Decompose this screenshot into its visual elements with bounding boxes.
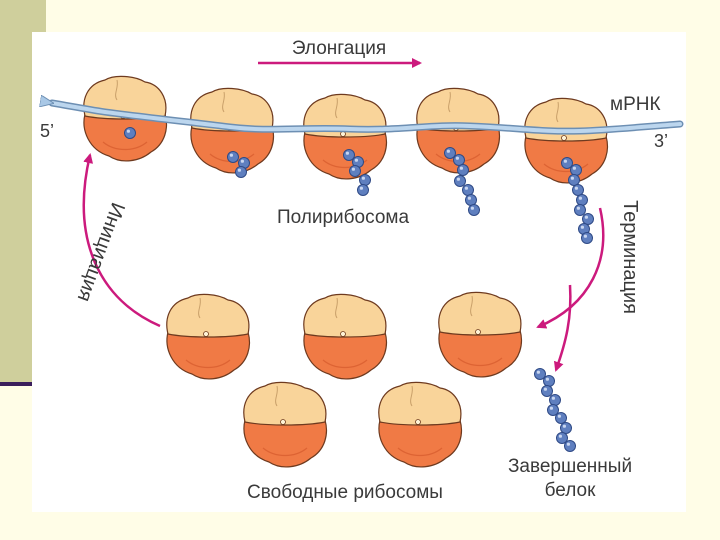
free-ribosomes-label: Свободные рибосомы: [247, 482, 443, 503]
small-subunit: [243, 381, 327, 426]
large-subunit: [438, 329, 523, 378]
five-prime-label: 5’: [40, 121, 54, 141]
elongation-label: Элонгация: [292, 38, 386, 59]
three-prime-label: 3’: [654, 131, 668, 151]
protein-bead: [576, 194, 588, 206]
protein-bead: [343, 149, 355, 161]
protein-bead: [564, 440, 576, 452]
protein-bead: [462, 184, 474, 196]
large-subunit: [243, 419, 328, 468]
protein-chain-icon: [561, 157, 594, 244]
ribosome-icon: [438, 291, 523, 378]
protein-bead: [534, 368, 546, 380]
protein-bead: [543, 375, 555, 387]
polyribosome-diagram: Элонгация мРНК 5’ 3’ Полирибосома Инициа…: [32, 38, 684, 503]
protein-bead: [570, 164, 582, 176]
protein-chain-icon: [343, 149, 371, 196]
protein-bead: [227, 151, 239, 163]
protein-bead: [468, 204, 480, 216]
small-subunit: [438, 291, 522, 336]
ribosome-icon: [166, 293, 251, 380]
termination-label: Терминация: [619, 200, 641, 314]
initiation-label: Инициация: [73, 200, 129, 305]
large-subunit: [83, 113, 168, 162]
protein-bead: [560, 422, 572, 434]
protein-bead: [541, 385, 553, 397]
ribosome-icon: [243, 381, 328, 468]
release-arrow: [553, 284, 572, 372]
ribosome-icon: [416, 87, 501, 174]
large-subunit: [303, 331, 388, 380]
protein-bead: [444, 147, 456, 159]
large-subunit: [166, 331, 251, 380]
small-subunit: [416, 87, 500, 132]
polyribosome-label: Полирибосома: [277, 207, 409, 228]
protein-bead: [349, 165, 361, 177]
protein-chain-icon: [444, 147, 480, 216]
free-ribosome-pool: [166, 291, 523, 468]
termination-arrow: [536, 207, 605, 329]
protein-bead: [582, 213, 594, 225]
small-subunit: [166, 293, 250, 338]
finished-protein-label-line2: белок: [545, 480, 596, 501]
protein-bead: [359, 174, 371, 186]
large-subunit: [190, 125, 275, 174]
protein-bead: [454, 175, 466, 187]
protein-chain-icon: [534, 368, 576, 452]
protein-chain-icon: [124, 127, 136, 139]
protein-bead: [555, 412, 567, 424]
small-subunit: [524, 97, 608, 142]
small-subunit: [303, 293, 387, 338]
protein-chain-icon: [227, 151, 250, 178]
protein-bead: [457, 164, 469, 176]
protein-bead: [465, 194, 477, 206]
small-subunit: [378, 381, 462, 426]
mrna-label: мРНК: [610, 94, 661, 115]
initiation-arrow: [82, 153, 161, 328]
ribosome-icon: [303, 293, 388, 380]
protein-bead: [574, 204, 586, 216]
protein-bead: [235, 166, 247, 178]
finished-protein-chain: [534, 368, 576, 452]
protein-bead: [581, 232, 593, 244]
finished-protein-label-line1: Завершенный: [508, 456, 632, 477]
large-subunit: [378, 419, 463, 468]
protein-bead: [453, 154, 465, 166]
protein-bead: [549, 394, 561, 406]
ribosome-icon: [524, 97, 609, 184]
protein-bead: [572, 184, 584, 196]
ribosome-icon: [303, 93, 388, 180]
protein-bead: [124, 127, 136, 139]
protein-bead: [357, 184, 369, 196]
nascent-protein-chains: [124, 127, 594, 244]
ribosome-icon: [378, 381, 463, 468]
protein-bead: [568, 174, 580, 186]
protein-bead: [561, 157, 573, 169]
polyribosome-figure: Элонгация мРНК 5’ 3’ Полирибосома Инициа…: [32, 32, 686, 512]
